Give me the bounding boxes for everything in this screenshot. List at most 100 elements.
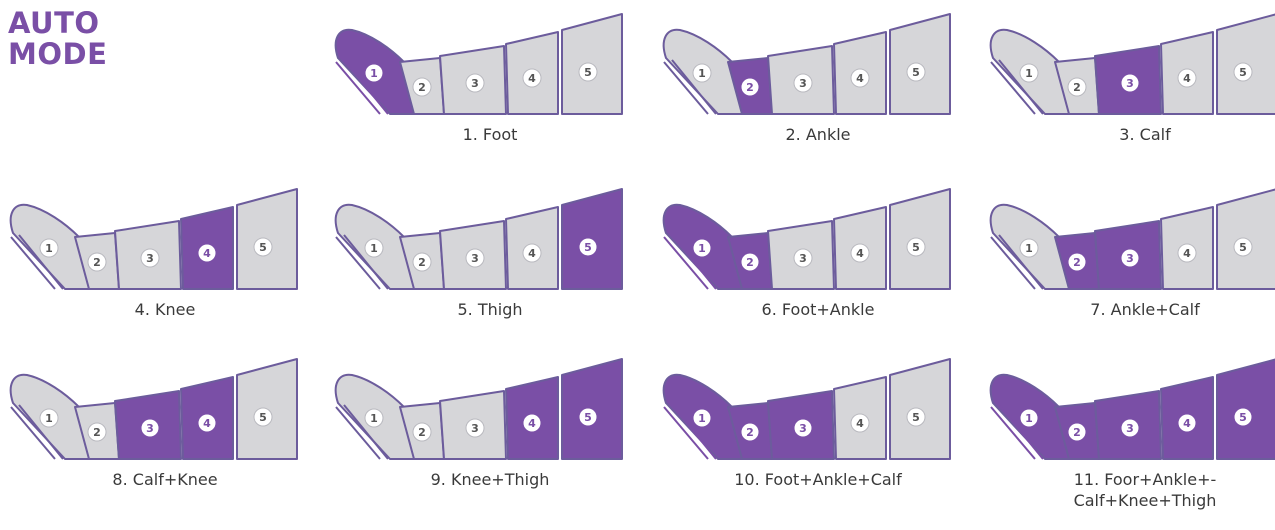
chamber-badge-1: 1	[693, 239, 711, 257]
chamber-badge-4: 4	[198, 244, 216, 262]
chamber-badge-4: 4	[1178, 414, 1196, 432]
chamber-number: 3	[1126, 252, 1134, 265]
chamber-badge-4: 4	[198, 414, 216, 432]
chamber-badge-3: 3	[1121, 249, 1139, 267]
chamber-number: 4	[203, 247, 211, 260]
chamber-badge-5: 5	[579, 63, 597, 81]
chamber-badge-5: 5	[1234, 238, 1252, 256]
mode-card-6: 1 2 3 4 5 6. Foot+Ankle	[658, 185, 978, 360]
mode-caption: 1. Foot	[330, 124, 650, 145]
chamber-number: 4	[856, 247, 864, 260]
chamber-number: 5	[259, 411, 267, 424]
compression-sleeve-diagram: 12345	[5, 185, 305, 297]
chamber-number: 3	[1126, 422, 1134, 435]
mode-caption: 9. Knee+Thigh	[330, 469, 650, 490]
chamber-badge-2: 2	[741, 423, 759, 441]
chamber-badge-2: 2	[413, 253, 431, 271]
chamber-number: 2	[746, 256, 754, 269]
mode-caption: 3. Calf	[985, 124, 1275, 145]
chamber-badge-2: 2	[88, 423, 106, 441]
chamber-number: 3	[471, 77, 479, 90]
mode-caption-line: 9. Knee+Thigh	[330, 469, 650, 490]
chamber-badge-3: 3	[141, 249, 159, 267]
mode-caption: 10. Foot+Ankle+Calf	[658, 469, 978, 490]
chamber-badge-3: 3	[141, 419, 159, 437]
mode-caption-line: 8. Calf+Knee	[5, 469, 325, 490]
mode-card-4: 123454. Knee	[5, 185, 325, 360]
chamber-badge-5: 5	[579, 408, 597, 426]
chamber-badge-5: 5	[907, 238, 925, 256]
chamber-number: 1	[698, 412, 706, 425]
chamber-number: 3	[799, 77, 807, 90]
chamber-number: 2	[746, 426, 754, 439]
page-title: AUTO MODE	[8, 8, 107, 70]
chamber-number: 4	[203, 417, 211, 430]
compression-sleeve-diagram: 1 2 3 4 5	[658, 185, 958, 297]
title-line-1: AUTO	[8, 8, 107, 39]
chamber-number: 1	[698, 67, 706, 80]
chamber-badge-5: 5	[254, 408, 272, 426]
compression-sleeve-diagram: 12345	[985, 10, 1275, 122]
chamber-badge-2: 2	[741, 253, 759, 271]
mode-caption-line: 10. Foot+Ankle+Calf	[658, 469, 978, 490]
chamber-badge-3: 3	[1121, 419, 1139, 437]
chamber-number: 5	[584, 241, 592, 254]
chamber-number: 1	[1025, 67, 1033, 80]
mode-caption: 2. Ankle	[658, 124, 978, 145]
chamber-badge-4: 4	[523, 414, 541, 432]
chamber-badge-1: 1	[1020, 409, 1038, 427]
chamber-badge-5: 5	[1234, 408, 1252, 426]
chamber-badge-3: 3	[794, 74, 812, 92]
chamber-badge-3: 3	[466, 249, 484, 267]
mode-card-9: 1 2 3 4 5 9. Knee+Thigh	[330, 355, 650, 530]
chamber-number: 1	[370, 67, 378, 80]
chamber-number: 1	[370, 412, 378, 425]
chamber-number: 1	[45, 242, 53, 255]
chamber-number: 4	[528, 417, 536, 430]
chamber-badge-2: 2	[1068, 253, 1086, 271]
chamber-badge-1: 1	[365, 64, 383, 82]
chamber-badge-2: 2	[1068, 78, 1086, 96]
chamber-number: 3	[146, 252, 154, 265]
chamber-badge-2: 2	[413, 423, 431, 441]
chamber-number: 4	[1183, 247, 1191, 260]
chamber-number: 3	[471, 422, 479, 435]
mode-caption: 5. Thigh	[330, 299, 650, 320]
mode-caption: 6. Foot+Ankle	[658, 299, 978, 320]
chamber-badge-1: 1	[693, 409, 711, 427]
mode-caption: 4. Knee	[5, 299, 325, 320]
chamber-number: 3	[471, 252, 479, 265]
chamber-badge-1: 1	[365, 239, 383, 257]
chamber-badge-3: 3	[794, 249, 812, 267]
chamber-number: 3	[146, 422, 154, 435]
mode-caption-line: 1. Foot	[330, 124, 650, 145]
chamber-badge-5: 5	[579, 238, 597, 256]
chamber-number: 1	[1025, 412, 1033, 425]
chamber-badge-5: 5	[1234, 63, 1252, 81]
chamber-number: 5	[584, 66, 592, 79]
chamber-badge-4: 4	[851, 244, 869, 262]
chamber-number: 5	[912, 241, 920, 254]
chamber-badge-4: 4	[851, 414, 869, 432]
chamber-badge-1: 1	[365, 409, 383, 427]
mode-caption-line: 2. Ankle	[658, 124, 978, 145]
chamber-badge-5: 5	[907, 63, 925, 81]
chamber-badge-5: 5	[254, 238, 272, 256]
mode-caption-line: 6. Foot+Ankle	[658, 299, 978, 320]
chamber-number: 2	[93, 426, 101, 439]
chamber-number: 2	[418, 426, 426, 439]
mode-caption-line: 4. Knee	[5, 299, 325, 320]
chamber-number: 2	[1073, 256, 1081, 269]
chamber-badge-2: 2	[413, 78, 431, 96]
chamber-number: 3	[799, 252, 807, 265]
compression-sleeve-diagram: 12345	[985, 185, 1275, 297]
chamber-badge-1: 1	[1020, 64, 1038, 82]
chamber-number: 5	[912, 411, 920, 424]
chamber-badge-5: 5	[907, 408, 925, 426]
